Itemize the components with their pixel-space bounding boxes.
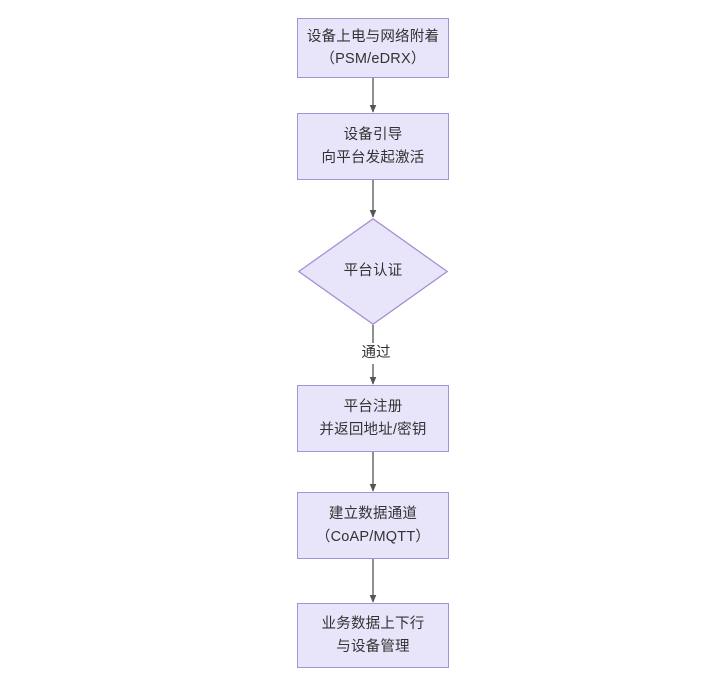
node-service-data-line-2: 与设备管理	[336, 638, 410, 655]
node-bootstrap-line-2: 向平台发起激活	[321, 149, 425, 166]
node-bootstrap-line-1: 设备引导	[343, 127, 403, 144]
node-data-channel[interactable]: 建立数据通道 （CoAP/MQTT）	[297, 492, 449, 559]
node-service-data-line-1: 业务数据上下行	[321, 616, 425, 633]
edge-label-pass: 通过	[352, 343, 400, 364]
node-platform-register-line-1: 平台注册	[343, 399, 403, 416]
node-data-channel-line-2: （CoAP/MQTT）	[315, 528, 431, 545]
node-platform-register-line-2: 并返回地址/密钥	[319, 421, 427, 438]
node-bootstrap[interactable]: 设备引导 向平台发起激活	[297, 113, 449, 180]
node-platform-auth[interactable]: 平台认证	[298, 218, 448, 325]
node-data-channel-line-1: 建立数据通道	[328, 506, 418, 523]
node-platform-register[interactable]: 平台注册 并返回地址/密钥	[297, 385, 449, 452]
edge-label-pass-text: 通过	[361, 345, 391, 361]
node-power-on-line-2: （PSM/eDRX）	[320, 51, 426, 67]
node-power-on-line-1: 设备上电与网络附着	[306, 28, 440, 45]
node-power-on[interactable]: 设备上电与网络附着 （PSM/eDRX）	[297, 18, 449, 78]
node-platform-auth-label: 平台认证	[343, 263, 403, 280]
node-service-data[interactable]: 业务数据上下行 与设备管理	[297, 603, 449, 668]
diamond-shape	[298, 218, 448, 325]
